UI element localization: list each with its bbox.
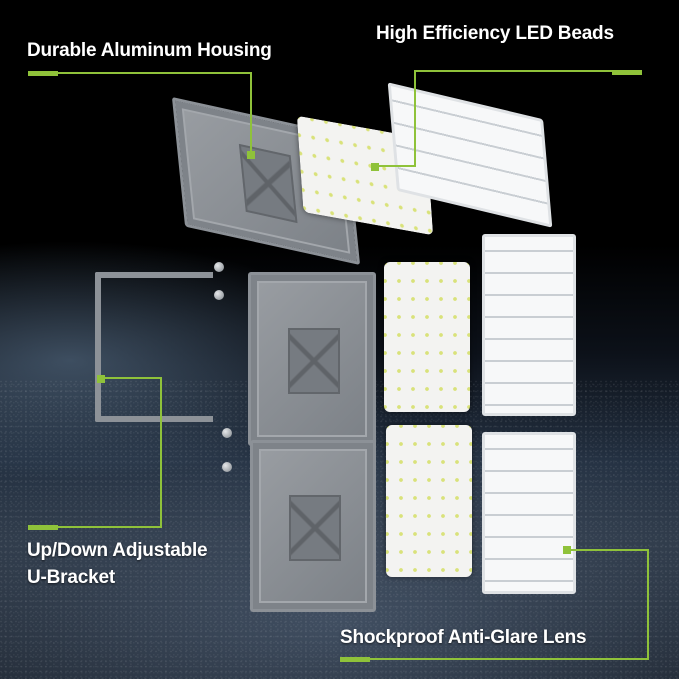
callout-led-beads-line-horizontal: [375, 165, 416, 167]
callout-led-beads-label: High Efficiency LED Beads: [376, 23, 614, 44]
callout-lens-accent: [340, 657, 370, 662]
led-board-middle: [384, 262, 470, 412]
mounting-bolt: [222, 462, 232, 472]
callout-bracket-marker: [97, 375, 105, 383]
lens-bottom: [482, 432, 576, 594]
callout-bracket-line: [100, 377, 162, 379]
callout-lens-label: Shockproof Anti-Glare Lens: [340, 627, 587, 648]
heatsink: [289, 495, 341, 561]
callout-bracket-label-line2: U-Bracket: [27, 567, 115, 588]
callout-housing-line-vertical: [250, 72, 252, 154]
callout-lens-line-bottom: [340, 658, 649, 660]
mounting-bolt: [214, 290, 224, 300]
u-bracket: [95, 272, 213, 422]
callout-led-beads-marker: [371, 163, 379, 171]
callout-bracket-line-vertical: [160, 377, 162, 527]
mounting-bolt: [222, 428, 232, 438]
callout-housing-label: Durable Aluminum Housing: [27, 40, 272, 61]
callout-housing-marker: [247, 151, 255, 159]
callout-lens-line: [566, 549, 649, 551]
callout-led-beads-accent: [612, 70, 642, 75]
callout-bracket-accent: [28, 525, 58, 530]
housing-module-middle: [248, 272, 376, 446]
callout-led-beads-line: [414, 70, 614, 72]
callout-housing-line: [58, 72, 251, 74]
callout-lens-line-vertical: [647, 549, 649, 660]
callout-bracket-line-bottom: [28, 526, 162, 528]
heatsink: [288, 328, 340, 394]
led-board-bottom: [386, 425, 472, 577]
lens-middle: [482, 234, 576, 416]
mounting-bolt: [214, 262, 224, 272]
callout-bracket-label-line1: Up/Down Adjustable: [27, 540, 208, 561]
callout-led-beads-line-vertical: [414, 70, 416, 166]
housing-module-bottom: [250, 440, 376, 612]
callout-housing-accent: [28, 71, 58, 76]
